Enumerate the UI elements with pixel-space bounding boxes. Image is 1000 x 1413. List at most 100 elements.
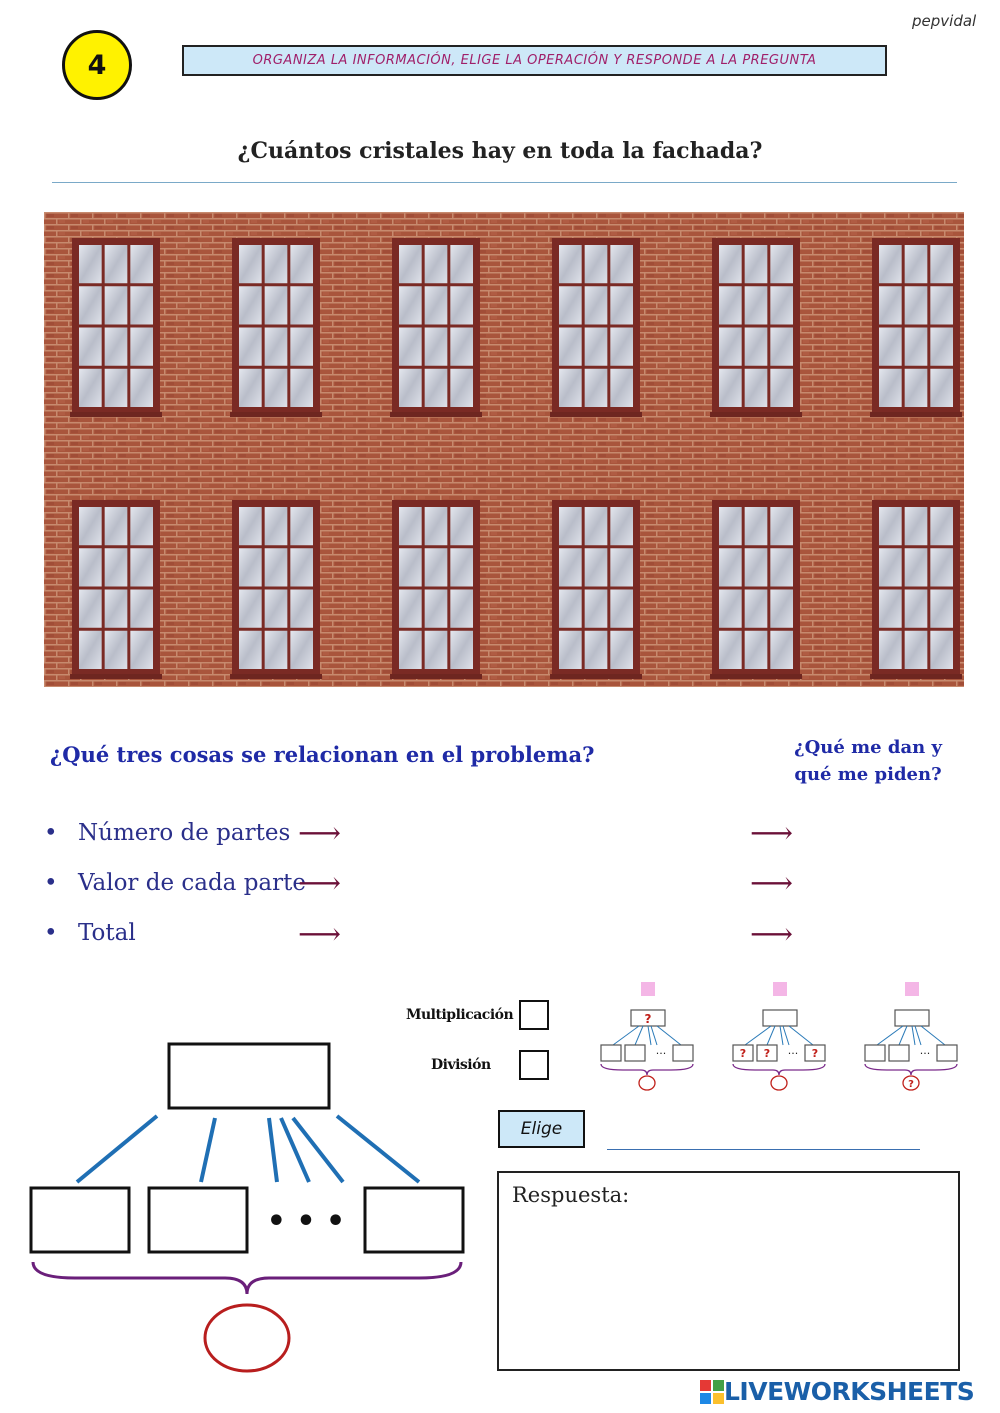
glass-pane <box>584 286 608 325</box>
bullet-icon: • <box>44 820 58 846</box>
total-box[interactable] <box>167 1042 331 1110</box>
glass-pane <box>719 589 742 628</box>
window <box>870 238 962 417</box>
brace-icon <box>31 1261 463 1295</box>
liveworksheets-logo-icon <box>700 1379 724 1404</box>
glass-pane <box>904 245 928 284</box>
glass-pane <box>770 548 793 587</box>
glass-pane <box>79 507 102 546</box>
glass-pane <box>744 245 768 284</box>
division-label: División <box>431 1057 491 1073</box>
glass-pane <box>239 327 262 366</box>
glass-pane <box>879 368 902 407</box>
glass-pane <box>719 548 742 587</box>
glass-pane <box>904 286 928 325</box>
division-checkbox[interactable] <box>519 1050 549 1080</box>
glass-pane <box>559 548 582 587</box>
glass-pane <box>130 286 153 325</box>
choose-answer-line[interactable] <box>607 1149 920 1150</box>
glass-pane <box>744 548 768 587</box>
glass-pane <box>904 589 928 628</box>
glass-pane <box>79 548 102 587</box>
brick-wall <box>44 212 964 687</box>
glass-pane <box>584 630 608 669</box>
glass-pane <box>744 589 768 628</box>
glass-pane <box>930 327 953 366</box>
glass-pane <box>719 507 742 546</box>
glass-pane <box>424 630 448 669</box>
multiplication-checkbox[interactable] <box>519 1000 549 1030</box>
glass-pane <box>239 507 262 546</box>
glass-pane <box>610 245 633 284</box>
glass-pane <box>930 548 953 587</box>
glass-pane <box>879 327 902 366</box>
glass-pane <box>879 548 902 587</box>
instruction-banner: ORGANIZA LA INFORMACIÓN, ELIGE LA OPERAC… <box>182 45 887 76</box>
glass-pane <box>104 286 128 325</box>
part-box[interactable] <box>147 1186 249 1254</box>
answer-box[interactable]: Respuesta: <box>497 1171 960 1371</box>
part-box[interactable] <box>29 1186 131 1254</box>
glass-pane <box>290 286 313 325</box>
glass-pane <box>719 327 742 366</box>
choose-label: Elige <box>520 1119 563 1139</box>
choose-button[interactable]: Elige <box>498 1110 585 1148</box>
arrow-icon: ⟶ <box>750 917 794 952</box>
glass-pane <box>104 630 128 669</box>
ellipsis: ··· <box>788 1047 799 1060</box>
glass-pane <box>424 589 448 628</box>
glass-pane <box>450 507 473 546</box>
brand-name: LIVEWORKSHEETS <box>724 1377 975 1406</box>
count-circle[interactable] <box>203 1303 291 1373</box>
glass-pane <box>264 327 288 366</box>
glass-pane <box>719 286 742 325</box>
window <box>550 238 642 417</box>
glass-pane <box>399 245 422 284</box>
unknown-mark: ? <box>908 1079 914 1090</box>
relations-heading: ¿Qué tres cosas se relacionan en el prob… <box>50 742 595 767</box>
divider <box>52 182 957 183</box>
glass-pane <box>879 245 902 284</box>
glass-pane <box>239 589 262 628</box>
glass-pane <box>930 368 953 407</box>
glass-pane <box>610 548 633 587</box>
glass-pane <box>559 245 582 284</box>
glass-pane <box>104 368 128 407</box>
glass-pane <box>930 286 953 325</box>
bullet-icon: • <box>44 870 58 896</box>
glass-pane <box>610 630 633 669</box>
glass-pane <box>290 368 313 407</box>
glass-pane <box>930 589 953 628</box>
instruction-text: ORGANIZA LA INFORMACIÓN, ELIGE LA OPERAC… <box>252 53 817 68</box>
glass-pane <box>424 548 448 587</box>
glass-pane <box>450 327 473 366</box>
glass-pane <box>559 327 582 366</box>
glass-pane <box>399 507 422 546</box>
glass-pane <box>450 548 473 587</box>
glass-pane <box>879 507 902 546</box>
facade-photo <box>44 212 964 687</box>
glass-pane <box>930 507 953 546</box>
glass-pane <box>399 630 422 669</box>
glass-pane <box>104 548 128 587</box>
glass-pane <box>130 630 153 669</box>
glass-pane <box>79 245 102 284</box>
window <box>390 238 482 417</box>
glass-pane <box>450 589 473 628</box>
glass-pane <box>264 368 288 407</box>
glass-pane <box>290 327 313 366</box>
window <box>390 500 482 679</box>
glass-pane <box>104 507 128 546</box>
answer-label: Respuesta: <box>512 1183 630 1207</box>
glass-pane <box>239 368 262 407</box>
glass-pane <box>770 368 793 407</box>
glass-pane <box>879 286 902 325</box>
glass-pane <box>239 630 262 669</box>
window <box>710 238 802 417</box>
glass-pane <box>744 286 768 325</box>
glass-pane <box>399 327 422 366</box>
glass-pane <box>610 368 633 407</box>
unknown-mark: ? <box>812 1047 818 1060</box>
glass-pane <box>104 245 128 284</box>
part-box[interactable] <box>363 1186 465 1254</box>
